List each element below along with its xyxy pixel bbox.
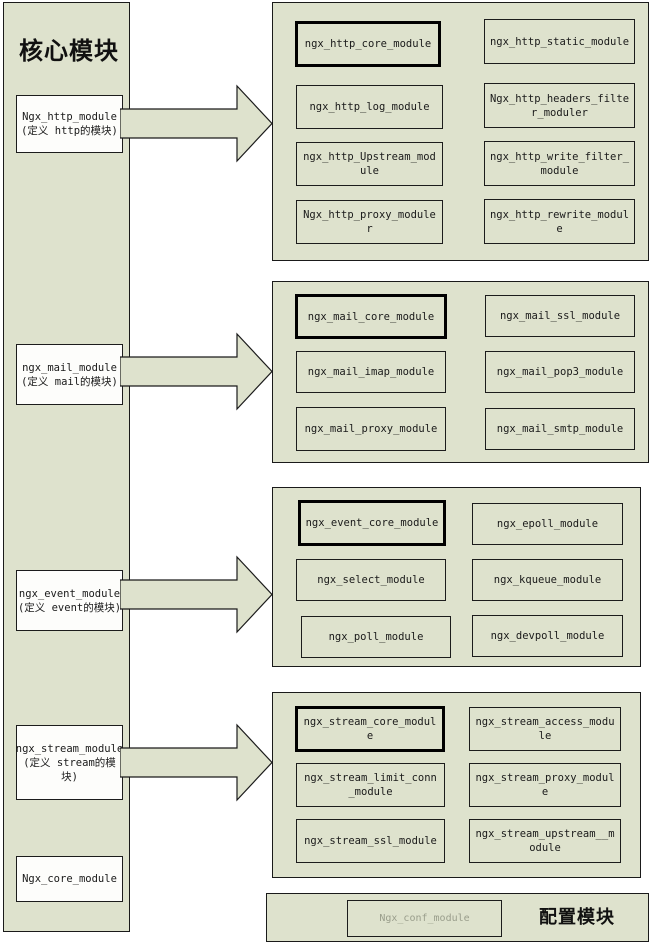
core-box-line: Ngx_core_module: [22, 873, 117, 885]
arrow-to-stream: [120, 723, 273, 802]
module-box[interactable]: ngx_mail_pop3_module: [485, 351, 635, 393]
core-box-line: ngx_stream_module: [15, 742, 124, 755]
core-box-line: ngx_event_module: [18, 587, 121, 600]
module-box[interactable]: ngx_stream_access_module: [469, 707, 621, 751]
mail-module-box[interactable]: ngx_mail_module(定义 mail的模块): [16, 344, 123, 405]
module-box[interactable]: ngx_http_core_module: [295, 21, 441, 67]
module-box[interactable]: ngx_mail_proxy_module: [296, 407, 446, 451]
arrow-to-mail: [120, 332, 273, 411]
module-box[interactable]: ngx_select_module: [296, 559, 446, 601]
module-box[interactable]: Ngx_http_proxy_moduler: [296, 200, 443, 244]
module-box[interactable]: ngx_stream_proxy_module: [469, 763, 621, 807]
conf-module-title: 配置模块: [539, 907, 615, 928]
module-box[interactable]: ngx_mail_core_module: [295, 294, 447, 339]
core-modules-panel: 核心模块 Ngx_http_module (定义 http的模块) ngx_mail…: [3, 2, 130, 932]
module-box[interactable]: ngx_mail_imap_module: [296, 351, 446, 393]
core-modules-title: 核心模块: [19, 37, 119, 65]
module-box[interactable]: ngx_devpoll_module: [472, 615, 623, 657]
core-box-line: (定义 event的模块): [17, 601, 122, 614]
stream-module-box[interactable]: ngx_stream_module(定义 stream的模块): [16, 725, 123, 800]
module-box[interactable]: ngx_mail_smtp_module: [485, 408, 635, 450]
conf-module-box[interactable]: Ngx_conf_module: [347, 900, 502, 937]
core-box-line: ngx_mail_module: [22, 361, 117, 374]
arrow-to-http: [120, 84, 273, 163]
arrow-to-event: [120, 555, 273, 634]
module-box[interactable]: ngx_stream_core_module: [295, 706, 445, 752]
module-box[interactable]: ngx_http_log_module: [296, 85, 443, 129]
module-box[interactable]: ngx_http_static_module: [484, 19, 635, 64]
conf-module-panel: Ngx_conf_module 配置模块: [266, 893, 649, 942]
core-box-line: (定义 http的模块): [21, 125, 118, 137]
http-group-panel: ngx_http_core_module ngx_http_static_modu…: [272, 2, 649, 261]
module-box[interactable]: Ngx_http_headers_filter_moduler: [484, 83, 635, 128]
module-box[interactable]: ngx_epoll_module: [472, 503, 623, 545]
http-module-box[interactable]: Ngx_http_module (定义 http的模块): [16, 95, 123, 153]
module-box[interactable]: ngx_kqueue_module: [472, 559, 623, 601]
core-box-line: (定义 stream的模块): [23, 756, 116, 783]
module-box[interactable]: ngx_stream_ssl_module: [296, 819, 445, 863]
core-module-box[interactable]: Ngx_core_module: [16, 856, 123, 902]
event-module-box[interactable]: ngx_event_module(定义 event的模块): [16, 570, 123, 631]
module-box[interactable]: ngx_http_write_filter_module: [484, 141, 635, 186]
module-box[interactable]: ngx_mail_ssl_module: [485, 295, 635, 337]
core-box-line: (定义 mail的模块): [21, 375, 118, 388]
stream-group-panel: ngx_stream_core_module ngx_stream_access_…: [272, 692, 641, 878]
module-box[interactable]: ngx_event_core_module: [298, 500, 446, 546]
module-box[interactable]: ngx_http_Upstream_module: [296, 142, 443, 186]
module-box[interactable]: ngx_stream_limit_conn_module: [296, 763, 445, 807]
module-box[interactable]: ngx_poll_module: [301, 616, 451, 658]
module-box[interactable]: ngx_http_rewrite_module: [484, 199, 635, 244]
core-box-line: Ngx_http_module: [22, 111, 117, 123]
module-box[interactable]: ngx_stream_upstream__module: [469, 819, 621, 863]
